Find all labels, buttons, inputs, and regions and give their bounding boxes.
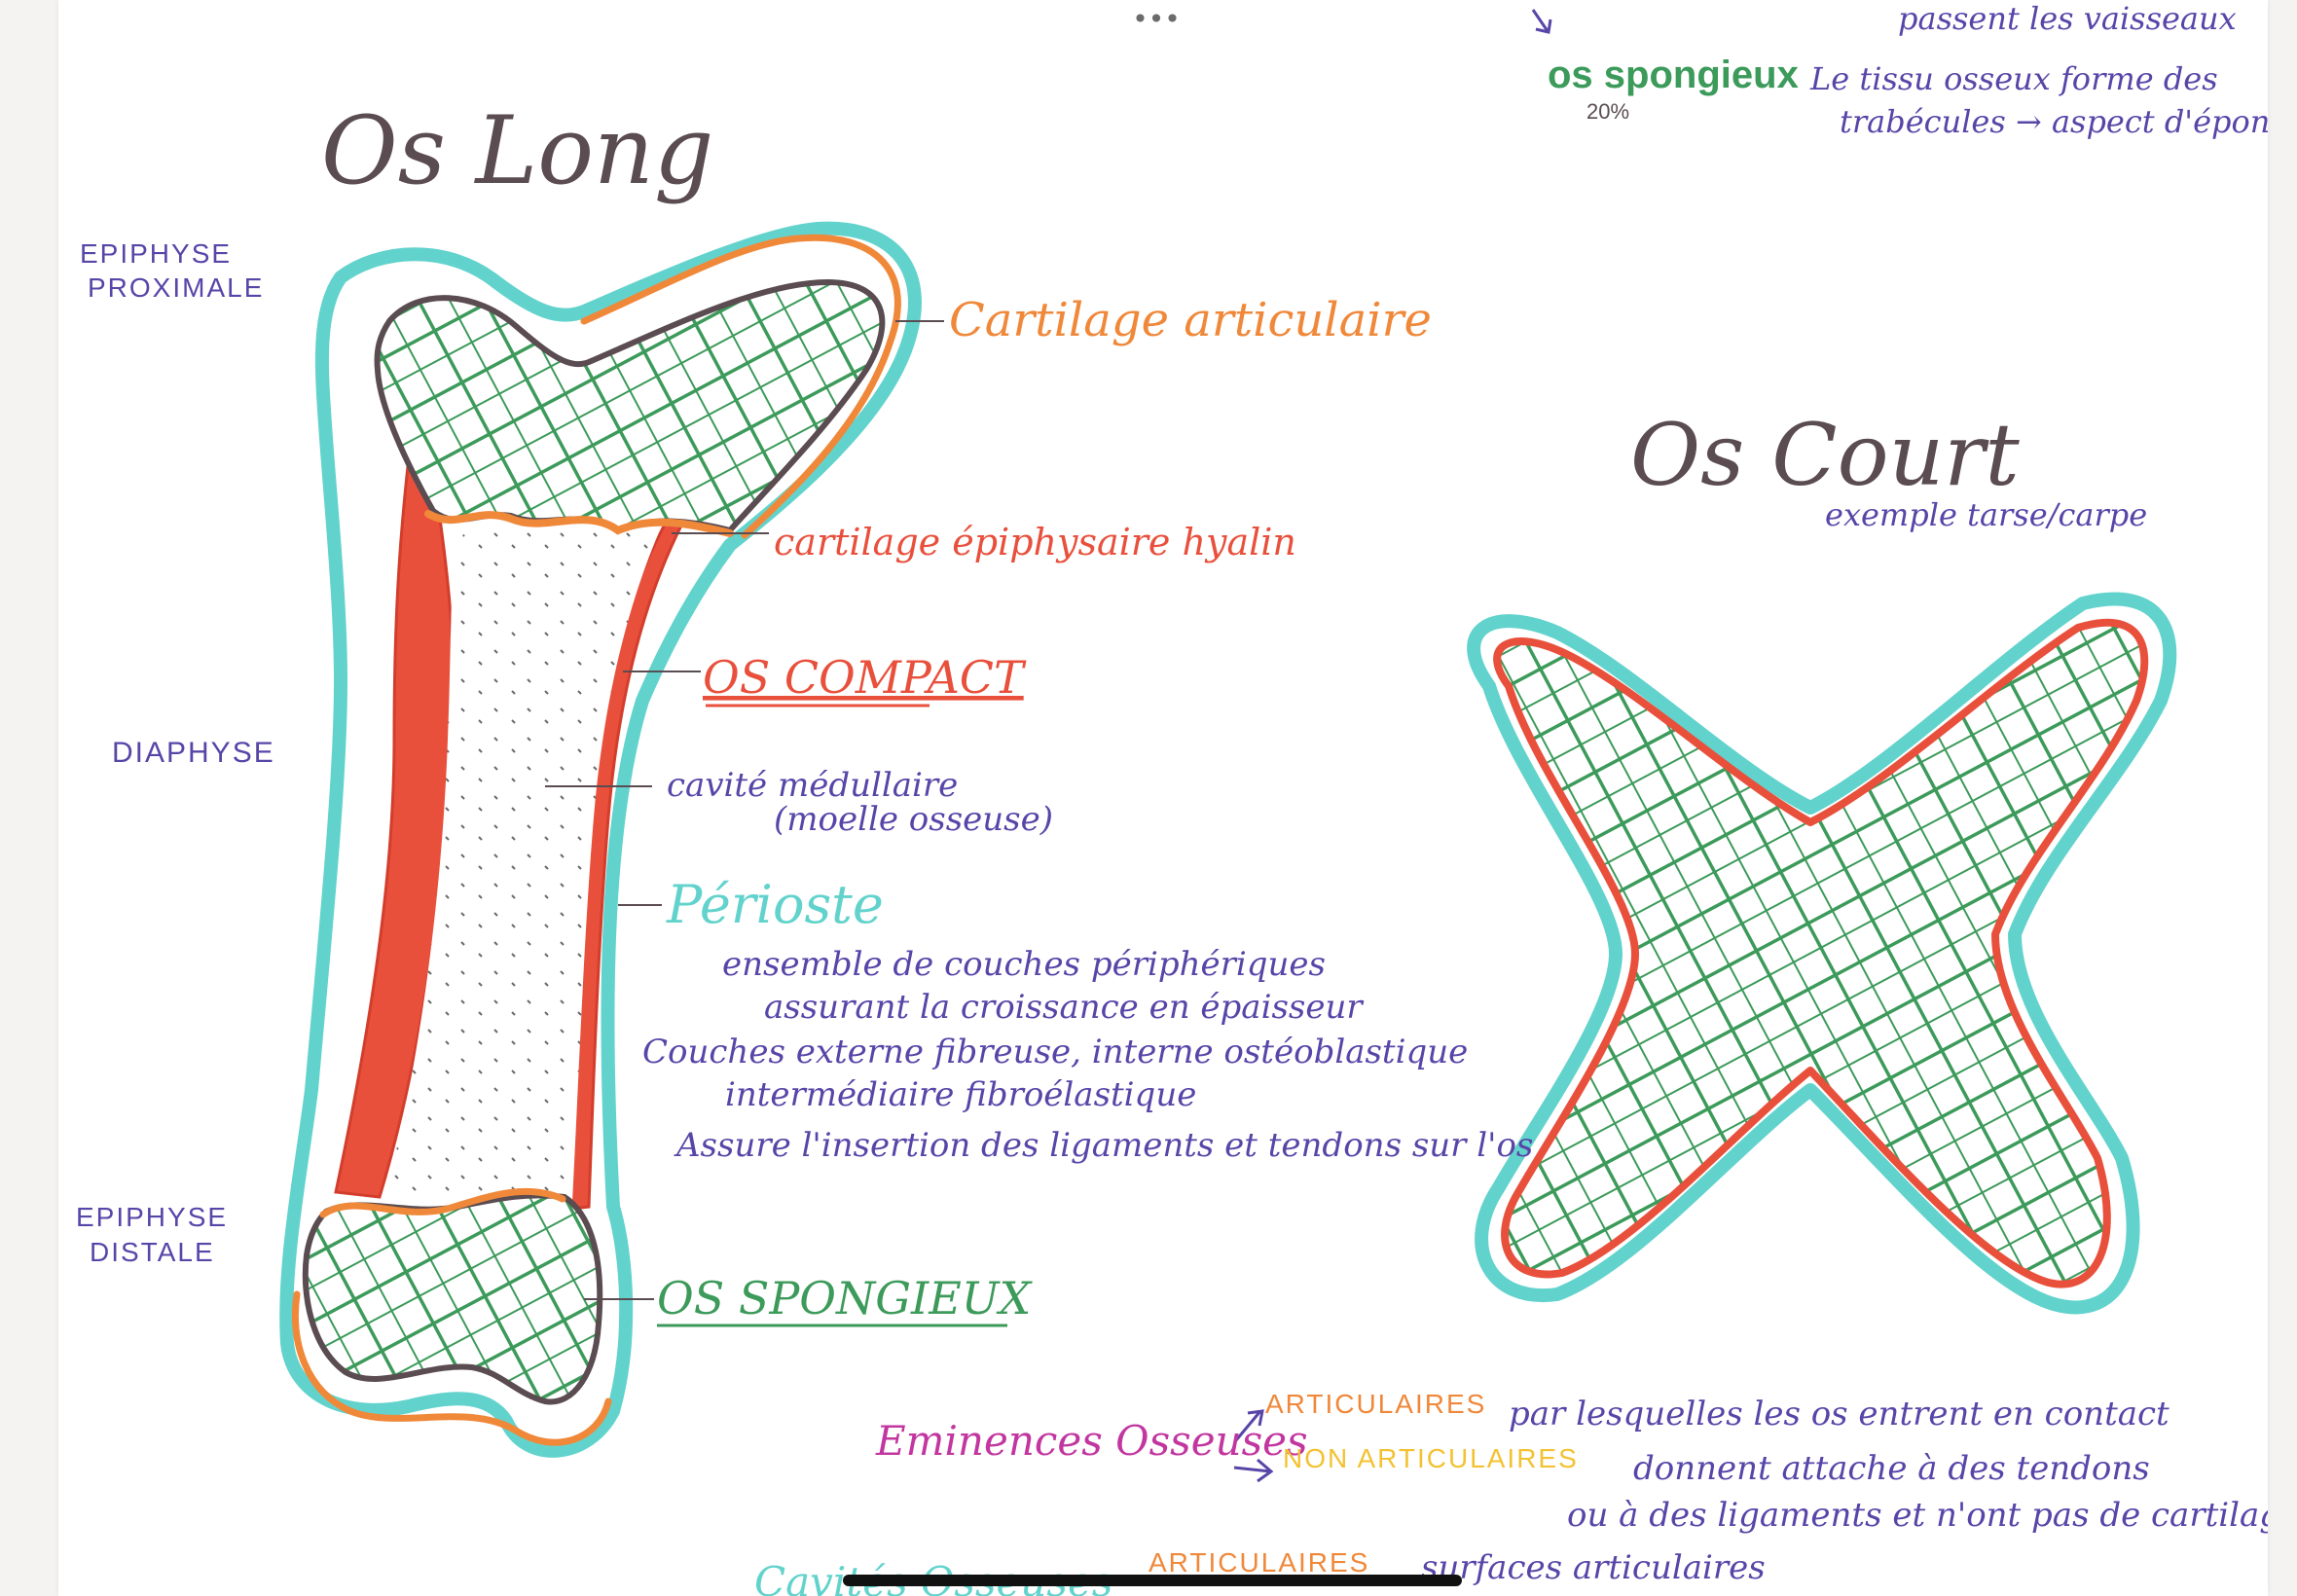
perioste-outline [279, 221, 922, 1458]
os-court-example: exemple tarse/carpe [1825, 496, 2147, 533]
non-articulaires-desc1: donnent attache à des tendons [1633, 1449, 2150, 1488]
os-court-perioste [1467, 592, 2177, 1315]
notebook-page: passent les vaisseaux os spongieux 20% L… [58, 0, 2268, 1596]
bone-diagram: passent les vaisseaux os spongieux 20% L… [76, 0, 2268, 1596]
cartilage-articulaire-label: Cartilage articulaire [949, 293, 1432, 347]
cavite-label-2: (moelle osseuse) [774, 800, 1053, 839]
spongieux-title: os spongieux [1548, 54, 1799, 96]
cartilage-epiphysaire-label: cartilage épiphysaire hyalin [774, 521, 1296, 563]
perioste-label: Périoste [666, 874, 884, 935]
articulaires-desc: par lesquelles les os entrent en contact [1509, 1395, 2169, 1433]
epiphysaire-distal [319, 1187, 566, 1218]
articulaires-label: ARTICULAIRES [1265, 1389, 1486, 1419]
spongieux-line2: trabécules → aspect d'éponge [1840, 103, 2268, 140]
epiphyse-proximale-1: EPIPHYSE [80, 238, 232, 269]
cavite-label-1: cavité médullaire [667, 766, 958, 805]
perioste-line3: Couches externe fibreuse, interne ostéob… [642, 1033, 1468, 1071]
eminences-title: Eminences Osseuses [875, 1417, 1308, 1465]
arrow-non-articulaires [1233, 1458, 1274, 1483]
bottom-surfaces: surfaces articulaires [1421, 1548, 1766, 1587]
home-indicator[interactable] [843, 1575, 1462, 1586]
non-articulaires-label: NON ARTICULAIRES [1283, 1443, 1579, 1473]
os-spongieux-proximal [374, 279, 886, 533]
spongieux-pct: 20% [1586, 99, 1629, 124]
diaphyse-label: DIAPHYSE [112, 737, 275, 769]
more-dots-icon[interactable]: ••• [1132, 3, 1181, 35]
cavite-medullaire [384, 526, 662, 1207]
bottom-articulaires: ARTICULAIRES [1148, 1547, 1369, 1578]
os-spongieux-distal [302, 1192, 603, 1405]
arrow-articulaires [1234, 1409, 1264, 1441]
epiphyse-proximale-2: PROXIMALE [88, 272, 264, 303]
os-spongieux-label: OS SPONGIEUX [657, 1272, 1034, 1324]
top-line: passent les vaisseaux [1898, 0, 2237, 37]
cartilage-articulaire-proximal [580, 234, 901, 539]
cartilage-epiphysaire [424, 510, 734, 537]
perioste-line1: ensemble de couches périphériques [722, 945, 1326, 984]
cartilage-articulaire-distal [291, 1290, 612, 1446]
os-compact-label: OS COMPACT [703, 651, 1027, 704]
epiphyse-distale-1: EPIPHYSE [76, 1202, 228, 1232]
arrow-top [1531, 9, 1552, 34]
os-court-title: Os Court [1630, 405, 2020, 505]
os-court-spongieux [1493, 618, 2149, 1288]
spongieux-line1: Le tissu osseux forme des [1809, 60, 2218, 97]
epiphyse-distale-2: DISTALE [90, 1237, 215, 1267]
os-long-title: Os Long [321, 96, 713, 205]
perioste-line5: Assure l'insertion des ligaments et tend… [674, 1126, 1533, 1165]
perioste-line2: assurant la croissance en épaisseur [764, 988, 1364, 1027]
non-articulaires-desc2: ou à des ligaments et n'ont pas de carti… [1567, 1496, 2268, 1535]
perioste-line4: intermédiaire fibroélastique [725, 1075, 1196, 1114]
